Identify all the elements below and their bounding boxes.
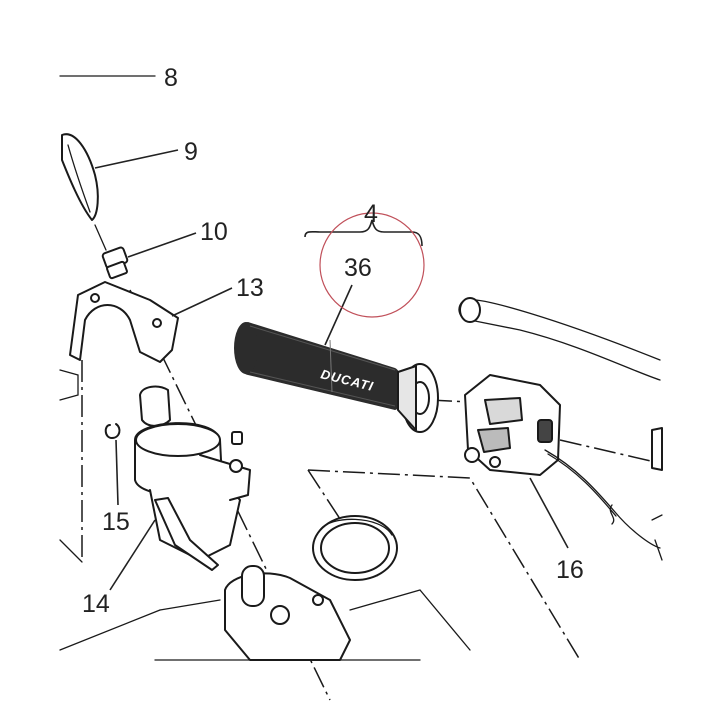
callout-14: 14 xyxy=(82,590,110,618)
ignition-switch-14 xyxy=(134,385,251,571)
handlebar-grip-36: DUCATI xyxy=(234,322,439,433)
highlight-circle xyxy=(319,212,425,318)
callout-15: 15 xyxy=(102,508,130,536)
frame-left xyxy=(59,369,83,563)
callout-10: 10 xyxy=(200,218,228,246)
callouts: 8 9 10 13 4 36 15 14 16 xyxy=(82,64,584,618)
leader-lines xyxy=(94,149,569,591)
brake-lever xyxy=(458,297,661,381)
callout-36: 36 xyxy=(344,254,372,282)
callout-9: 9 xyxy=(184,138,198,166)
callout-13: 13 xyxy=(236,274,264,302)
bracket-part-13 xyxy=(69,281,179,363)
callout-4: 4 xyxy=(364,200,378,228)
lever-part-9 xyxy=(61,133,99,221)
callout-8: 8 xyxy=(164,64,178,92)
switch-housing-16 xyxy=(464,374,663,561)
steering-head xyxy=(59,515,471,661)
callout-16: 16 xyxy=(556,556,584,584)
clip-part-15 xyxy=(104,423,121,439)
screw-part-10 xyxy=(94,224,129,280)
